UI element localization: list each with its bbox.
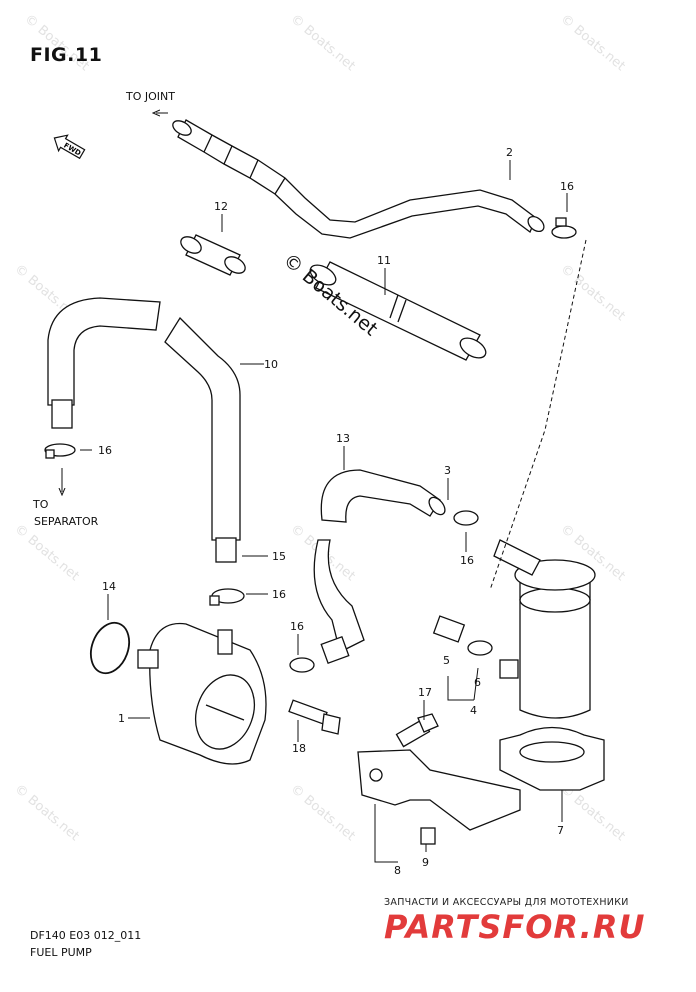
clamp-16-mid <box>209 588 245 606</box>
callout-14: 14 <box>102 580 116 593</box>
callout-4: 4 <box>470 704 477 717</box>
hose-12 <box>180 234 246 276</box>
callout-16: 16 <box>460 554 474 567</box>
figure-name: FUEL PUMP <box>30 946 92 959</box>
bracket-8 <box>357 749 521 831</box>
watermark: © Boats.net <box>11 522 81 584</box>
callout-16: 16 <box>290 620 304 633</box>
callout-3: 3 <box>444 464 451 477</box>
callout-13: 13 <box>336 432 350 445</box>
o-ring-14 <box>89 621 131 675</box>
shop-brand-logo: PARTSFOR.RU <box>384 908 646 946</box>
watermark: © Boats.net <box>287 12 357 74</box>
bracket-7 <box>499 726 605 791</box>
to-label: TO <box>32 498 49 511</box>
clamp-6 <box>467 640 493 656</box>
clamp-16-left <box>44 443 76 459</box>
hose-2 <box>172 119 545 239</box>
leader-dashed <box>489 239 587 591</box>
callout-8: 8 <box>394 864 401 877</box>
callout-2: 2 <box>506 146 513 159</box>
hose-13 <box>313 469 446 664</box>
callout-16: 16 <box>98 444 112 457</box>
hose-5 <box>432 615 466 643</box>
nut-9 <box>420 827 436 845</box>
callout-10: 10 <box>264 358 278 371</box>
fuel-filter <box>493 539 596 719</box>
hose-11 <box>309 261 487 361</box>
callout-leaders <box>80 160 568 863</box>
shop-tagline: ЗАПЧАСТИ И АКСЕССУАРЫ ДЛЯ МОТОТЕХНИКИ <box>384 897 629 908</box>
watermark: © Boats.net <box>287 782 357 844</box>
clamp-16-right <box>453 510 479 526</box>
separator-label: SEPARATOR <box>34 515 99 528</box>
clamp-16-lower <box>289 657 315 673</box>
to-joint-label: TO JOINT <box>125 90 175 103</box>
fuel-pump-1 <box>137 622 267 765</box>
fwd-label: FWD <box>62 141 82 157</box>
figure-title: FIG.11 <box>30 44 103 66</box>
callout-16: 16 <box>272 588 286 601</box>
callout-7: 7 <box>557 824 564 837</box>
watermark: © Boats.net <box>557 12 627 74</box>
callout-11: 11 <box>377 254 391 267</box>
bolt-18 <box>288 699 341 735</box>
callout-5: 5 <box>443 654 450 667</box>
figure-code: DF140 E03 012_011 <box>30 929 142 942</box>
callout-18: 18 <box>292 742 306 755</box>
callout-12: 12 <box>214 200 228 213</box>
callout-6: 6 <box>474 676 481 689</box>
callout-1: 1 <box>118 712 125 725</box>
clamp-16-top <box>551 217 577 239</box>
watermark: © Boats.net <box>557 262 627 324</box>
watermark: © Boats.net <box>557 782 627 844</box>
callout-16: 16 <box>560 180 574 193</box>
hose-10 <box>47 297 241 563</box>
bolt-17 <box>395 713 439 748</box>
watermark: © Boats.net <box>11 782 81 844</box>
callout-17: 17 <box>418 686 432 699</box>
callout-9: 9 <box>422 856 429 869</box>
fwd-arrow-icon: FWD <box>53 134 86 160</box>
callout-15: 15 <box>272 550 286 563</box>
